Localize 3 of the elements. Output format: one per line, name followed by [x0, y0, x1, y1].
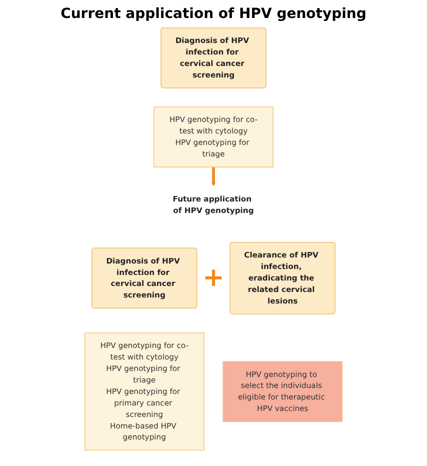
arrow	[211, 167, 216, 186]
diagram-title: Current application of HPV genotyping	[60, 6, 368, 22]
plus-sign: +	[202, 263, 224, 294]
